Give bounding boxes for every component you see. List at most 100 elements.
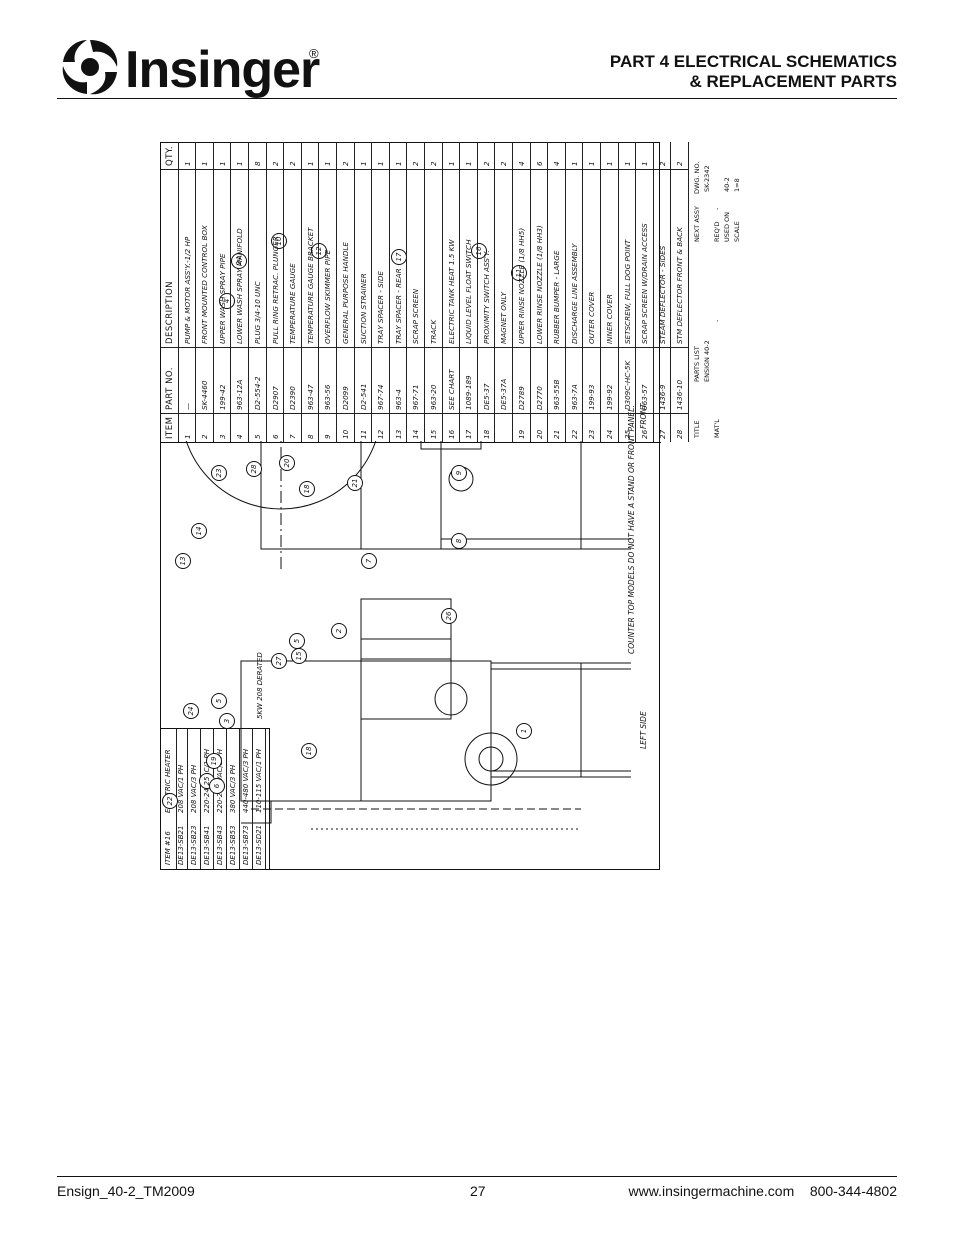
callout-5: 5 [289, 633, 305, 649]
title-block-next-assy: NEXT ASSY [693, 205, 701, 242]
part-qty: 2 [675, 161, 685, 166]
callout-22: 22 [162, 793, 178, 809]
part-qty: 4 [517, 161, 526, 166]
left-side-label: LEFT SIDE [639, 711, 648, 749]
item-number: 20 [534, 429, 544, 439]
part-number: D2907 [270, 386, 280, 410]
callout-15: 15 [291, 648, 307, 664]
part-description: FRONT MOUNTED CONTROL BOX [200, 225, 210, 344]
item-number: 12 [376, 429, 386, 439]
callout-2: 2 [331, 623, 347, 639]
callout-14: 14 [191, 523, 207, 539]
part-number: 963-56 [323, 384, 333, 410]
title-line-2: & REPLACEMENT PARTS [689, 72, 897, 91]
part-qty: 1 [182, 161, 192, 166]
part-description: OVERFLOW SKIMMER PIPE [323, 249, 333, 344]
part-description: RUBBER BUMPER - LARGE [552, 250, 562, 344]
part-number: 963-12A [235, 379, 245, 410]
part-qty: 1 [358, 161, 368, 166]
item-number: 5 [253, 434, 262, 439]
callout-26: 26 [441, 608, 457, 624]
title-block-title1: PARTS LIST [693, 346, 701, 382]
part-number: 199-92 [605, 384, 614, 410]
footer-phone: 800-344-4802 [809, 1183, 897, 1199]
item-number: 19 [517, 429, 526, 439]
callout-3: 3 [219, 713, 235, 729]
callout-27: 27 [271, 653, 287, 669]
part-qty: 4 [552, 161, 562, 166]
part-description: PUMP & MOTOR ASS'Y.-1/2 HP [182, 236, 192, 344]
part-number: 963-20 [429, 384, 438, 410]
part-number: 963-4 [393, 389, 403, 410]
item-number: 21 [552, 429, 562, 439]
footer-contact: www.insingermachine.com 800-344-4802 [629, 1183, 897, 1199]
part-description: UPPER RINSE NOZZLE (1/8 HH5) [517, 227, 526, 344]
part-number: D2789 [517, 386, 526, 410]
item-number: 27 [657, 429, 667, 439]
item-number: 23 [587, 429, 597, 439]
part-qty: 1 [323, 161, 333, 166]
footer-doc: Ensign_40-2_TM2009 [57, 1183, 195, 1199]
insinger-logo: Insinger ® [57, 36, 357, 104]
part-number: D309C-HC-5K [622, 360, 632, 410]
part-qty: 1 [200, 161, 210, 166]
callout-28: 28 [246, 461, 262, 477]
part-qty: 8 [253, 161, 262, 166]
part-number: 1436-10 [675, 379, 685, 410]
part-number: 963-47 [305, 384, 315, 410]
part-description: SCRAP SCREEN W/DRAIN ACCESS [640, 223, 650, 344]
part-description: ELECTRIC TANK HEAT 1.5 KW [446, 239, 456, 344]
part-number: 967-71 [411, 384, 421, 410]
item-number: 26 [640, 429, 650, 439]
callout-24: 24 [183, 703, 199, 719]
callout-9: 9 [451, 465, 467, 481]
item-number: 7 [288, 434, 298, 439]
part-description: TEMPERATURE GAUGE [288, 263, 298, 344]
part-description: INNER COVER [605, 294, 614, 344]
item-number: 22 [569, 429, 579, 439]
part-qty: 2 [270, 161, 280, 166]
item-number: 14 [411, 429, 421, 439]
column-divider [161, 169, 689, 170]
part-number: D2770 [534, 386, 544, 410]
callout-21: 21 [347, 475, 363, 491]
part-number: 967-74 [376, 384, 386, 410]
callout-18: 18 [299, 481, 315, 497]
part-description: GENERAL PURPOSE HANDLE [341, 242, 350, 344]
part-number: D2-554-2 [253, 376, 262, 410]
title-block-used: 40-2 [723, 177, 731, 192]
header-item: ITEM [165, 416, 175, 439]
part-qty: 2 [411, 161, 421, 166]
footer-url[interactable]: www.insingermachine.com [628, 1183, 795, 1199]
part-number: SEE CHART [446, 369, 456, 410]
part-description: TRACK [429, 319, 438, 344]
header-part: PART NO. [165, 367, 175, 410]
part-description: PROXIMITY SWITCH ASS'Y. [481, 250, 491, 344]
title-line-1: PART 4 ELECTRICAL SCHEMATICS [609, 52, 897, 71]
column-divider [161, 347, 689, 348]
title-block-reqd: REQ'D [713, 221, 721, 242]
callout-6: 6 [209, 778, 225, 794]
title-block-dwg-no: DWG. NO. [693, 161, 701, 194]
item-number: 2 [200, 434, 210, 439]
part-qty: 2 [499, 161, 509, 166]
callout-18: 18 [301, 743, 317, 759]
part-description: STEAM DEFLECTOR - SIDES [657, 245, 667, 344]
item-number: 17 [464, 429, 474, 439]
title-block-dash2: - [713, 207, 721, 210]
